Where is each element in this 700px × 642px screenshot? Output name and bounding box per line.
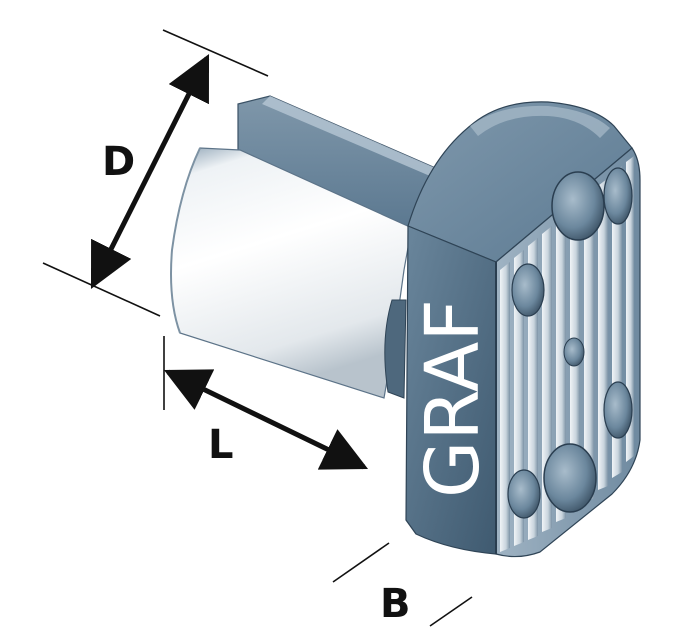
bolt-hole-top <box>551 171 605 241</box>
extension-line-d-top <box>162 29 269 77</box>
extension-line-d-bottom <box>42 262 161 317</box>
dimension-d: D <box>42 29 269 317</box>
bolt-hole-upper-right <box>603 167 633 225</box>
dimension-arrow-d <box>90 53 210 290</box>
nozzle-part: GRAF <box>170 95 641 558</box>
bolt-hole-lower-left <box>507 469 541 519</box>
dimension-l: L <box>163 336 369 470</box>
brand-logo-text: GRAF <box>410 299 496 498</box>
cylinder-edge <box>170 147 201 334</box>
bolt-holes <box>507 167 633 519</box>
head-top-highlight <box>470 105 610 138</box>
dimension-label-b: B <box>380 581 411 627</box>
head-collar <box>384 299 407 399</box>
rib <box>584 190 594 502</box>
bolt-hole-center <box>563 337 585 367</box>
dimension-label-d: D <box>102 139 135 185</box>
rib <box>626 156 634 462</box>
bolt-hole-bottom <box>543 443 597 513</box>
head-top <box>407 101 633 263</box>
bolt-hole-lower-right <box>603 381 633 439</box>
dimension-label-l: L <box>208 422 234 468</box>
dimension-arrow-l <box>163 369 369 470</box>
dimension-b: B <box>332 542 473 627</box>
extension-line-b-left <box>332 542 390 583</box>
extension-line-b-right <box>429 596 473 627</box>
rib <box>542 226 552 532</box>
rib <box>500 262 510 552</box>
hex-shank-highlight <box>262 96 440 176</box>
bolt-hole-middle-left <box>511 263 545 317</box>
